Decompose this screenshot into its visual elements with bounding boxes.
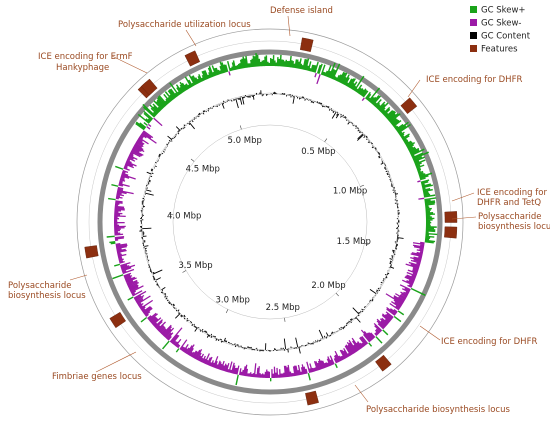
legend-label-gc-content: GC Content	[481, 32, 531, 42]
legend-swatch-gc-skew-plus	[470, 6, 477, 13]
label-poly-3: Polysaccharide biosynthesis locus	[8, 281, 86, 301]
tick-mark-1	[324, 138, 328, 143]
tick-mark-2	[360, 184, 365, 187]
legend-label-gc-skew-plus: GC Skew+	[481, 6, 526, 16]
leader-dhfr-tetq	[451, 192, 475, 202]
tick-label-3: 1.5 Mbp	[337, 237, 371, 247]
label-hankyphage: Hankyphage	[56, 63, 109, 73]
gc-skew-plus-area	[106, 52, 438, 386]
tick-label-1: 0.5 Mbp	[301, 147, 335, 157]
tick-label-8: 4.0 Mbp	[167, 212, 201, 222]
gc-content-track	[139, 90, 404, 354]
leader-fimbriae	[95, 351, 137, 373]
leader-pul	[185, 29, 197, 47]
label-ice-dhfr-tetq-line1: ICE encoding for	[477, 188, 547, 198]
gc-content-line	[139, 90, 404, 354]
legend-label-gc-skew-minus: GC Skew-	[481, 19, 522, 29]
label-fimbriae: Fimbriae genes locus	[52, 372, 142, 382]
tick-mark-3	[364, 243, 369, 245]
label-poly-2: Polysaccharide biosynthesis locus	[366, 405, 510, 415]
feature-block-1	[299, 37, 314, 52]
feature-labels: Defense island Polysaccharide utilizatio…	[8, 6, 550, 415]
label-poly-3-line1: Polysaccharide	[8, 281, 71, 291]
tick-label-2: 1.0 Mbp	[333, 187, 367, 197]
tick-label-6: 3.0 Mbp	[216, 296, 250, 306]
legend-swatch-features	[470, 45, 477, 52]
label-ice-dhfr-1: ICE encoding for DHFR	[426, 75, 522, 85]
tick-mark-4	[335, 292, 339, 297]
tick-label-4: 2.0 Mbp	[311, 281, 345, 291]
tick-mark-10	[239, 125, 242, 130]
gc-skew-track	[106, 52, 438, 386]
tick-mark-5	[284, 317, 286, 322]
tick-label-10: 5.0 Mbp	[228, 136, 262, 146]
legend-swatch-gc-content	[470, 32, 477, 39]
feature-block-3	[444, 211, 458, 223]
leader-ermf	[111, 55, 148, 74]
leader-defense	[287, 15, 291, 37]
label-poly-1-line1: Polysaccharide	[478, 212, 541, 222]
leader-dhfr-2	[419, 325, 441, 341]
label-ice-ermf: ICE encoding for ErmF	[38, 52, 133, 62]
inner-ring	[172, 124, 368, 320]
feature-block-5	[375, 354, 392, 372]
label-ice-dhfr-tetq-line2: DHFR and TetQ	[477, 198, 541, 208]
legend-label-features: Features	[481, 45, 518, 55]
label-poly-3-line2: biosynthesis locus	[8, 291, 86, 301]
legend: GC Skew+ GC Skew- GC Content Features	[470, 6, 531, 55]
leader-poly-2	[354, 384, 369, 403]
backbone-ring	[97, 49, 443, 395]
feature-block-4	[444, 226, 458, 239]
tick-mark-6	[225, 309, 229, 314]
feature-track	[84, 37, 458, 406]
legend-swatch-gc-skew-minus	[470, 19, 477, 26]
ring-layer	[76, 28, 464, 416]
feature-ring-outer	[88, 40, 452, 404]
feature-block-8	[84, 245, 99, 259]
leader-poly-1	[451, 216, 477, 220]
feature-block-11	[184, 50, 201, 67]
label-poly-1: Polysaccharide biosynthesis locus	[478, 212, 550, 232]
feature-block-6	[305, 390, 319, 406]
label-ice-dhfr-tetq: ICE encoding for DHFR and TetQ	[477, 188, 550, 208]
label-poly-1-line2: biosynthesis locus	[478, 222, 550, 232]
scale-ticks: 0.5 Mbp 1.0 Mbp 1.5 Mbp 2.0 Mbp 2.5 Mbp 3.0 M…	[167, 125, 371, 322]
label-defense-island: Defense island	[270, 6, 333, 16]
feature-block-10	[140, 78, 158, 96]
tick-label-9: 4.5 Mbp	[186, 164, 220, 174]
tick-label-5: 2.5 Mbp	[266, 303, 300, 313]
tick-mark-9	[190, 158, 195, 162]
leader-dhfr-1	[407, 79, 421, 98]
outer-ring	[76, 28, 464, 416]
feature-block-2	[400, 97, 418, 114]
tick-label-7: 3.5 Mbp	[178, 261, 212, 271]
leader-poly-3	[69, 274, 88, 281]
leader-lines	[69, 15, 477, 403]
tick-mark-7	[182, 270, 187, 273]
label-ice-dhfr-2: ICE encoding for DHFR	[441, 337, 537, 347]
label-pul: Polysaccharide utilization locus	[118, 20, 251, 30]
feature-block-7	[109, 311, 126, 329]
gc-skew-minus-area	[114, 71, 425, 378]
